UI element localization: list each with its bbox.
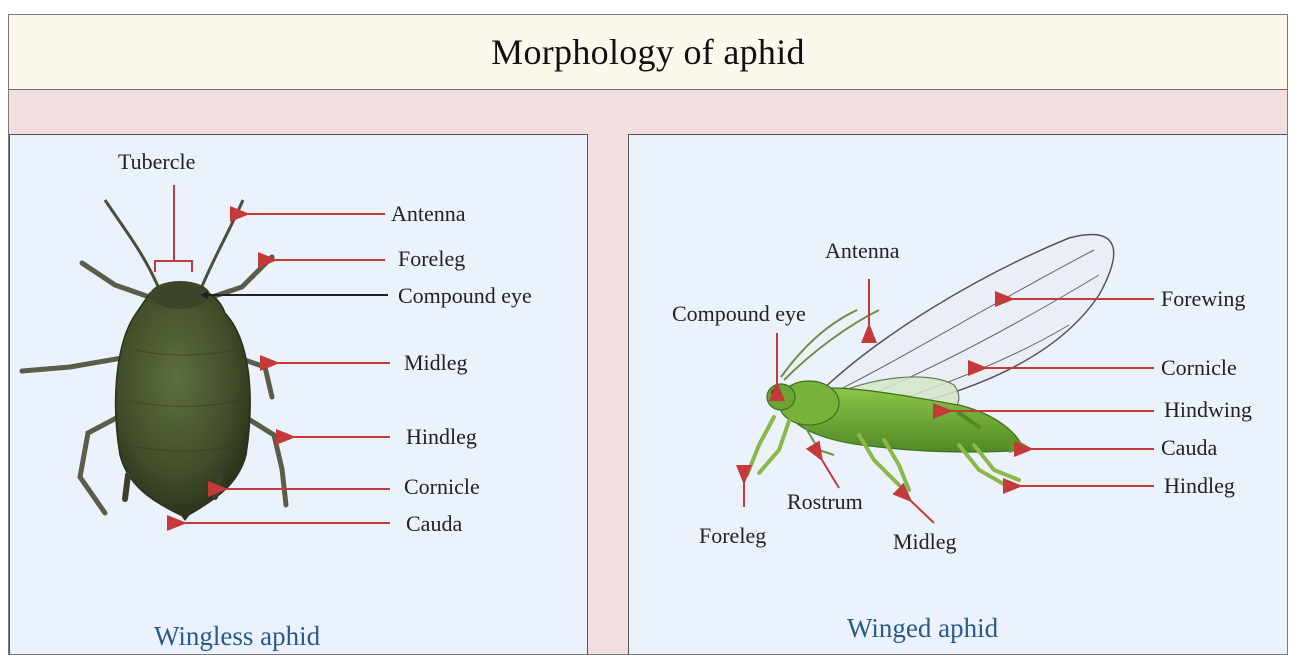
label-rostrum: Rostrum xyxy=(787,489,863,514)
label-midleg: Midleg xyxy=(404,350,468,375)
page-title: Morphology of aphid xyxy=(491,31,805,73)
label-hindwing: Hindwing xyxy=(1164,397,1252,422)
arrow-midleg xyxy=(911,501,934,523)
arrow-rostrum xyxy=(822,460,839,488)
wingless-panel: Tubercle Antenna Foreleg Compound eye Mi… xyxy=(9,134,588,655)
label-forewing: Forewing xyxy=(1161,286,1245,311)
label-foreleg: Foreleg xyxy=(398,246,465,271)
wingless-svg: Tubercle Antenna Foreleg Compound eye Mi… xyxy=(10,135,589,655)
winged-aphid-illustration xyxy=(747,235,1114,490)
winged-panel: Antenna Compound eye Forewing Cornicle H… xyxy=(628,134,1288,655)
label-cauda: Cauda xyxy=(406,511,462,536)
label-antenna: Antenna xyxy=(825,238,900,263)
label-compound-eye: Compound eye xyxy=(398,283,532,308)
label-cornicle: Cornicle xyxy=(1161,355,1237,380)
tubercle-bracket xyxy=(155,185,192,272)
label-antenna: Antenna xyxy=(391,201,466,226)
label-hindleg: Hindleg xyxy=(1164,473,1235,498)
label-foreleg: Foreleg xyxy=(699,523,766,548)
diagram-frame: Morphology of aphid xyxy=(8,14,1288,655)
winged-svg: Antenna Compound eye Forewing Cornicle H… xyxy=(629,135,1288,655)
title-bar: Morphology of aphid xyxy=(9,15,1287,90)
label-cauda: Cauda xyxy=(1161,435,1217,460)
label-midleg: Midleg xyxy=(893,529,957,554)
label-cornicle: Cornicle xyxy=(404,474,480,499)
caption-winged: Winged aphid xyxy=(847,613,999,643)
label-tubercle: Tubercle xyxy=(118,149,195,174)
caption-wingless: Wingless aphid xyxy=(154,621,321,651)
label-compound-eye: Compound eye xyxy=(672,301,806,326)
wingless-aphid-illustration xyxy=(22,200,286,521)
label-hindleg: Hindleg xyxy=(406,424,477,449)
